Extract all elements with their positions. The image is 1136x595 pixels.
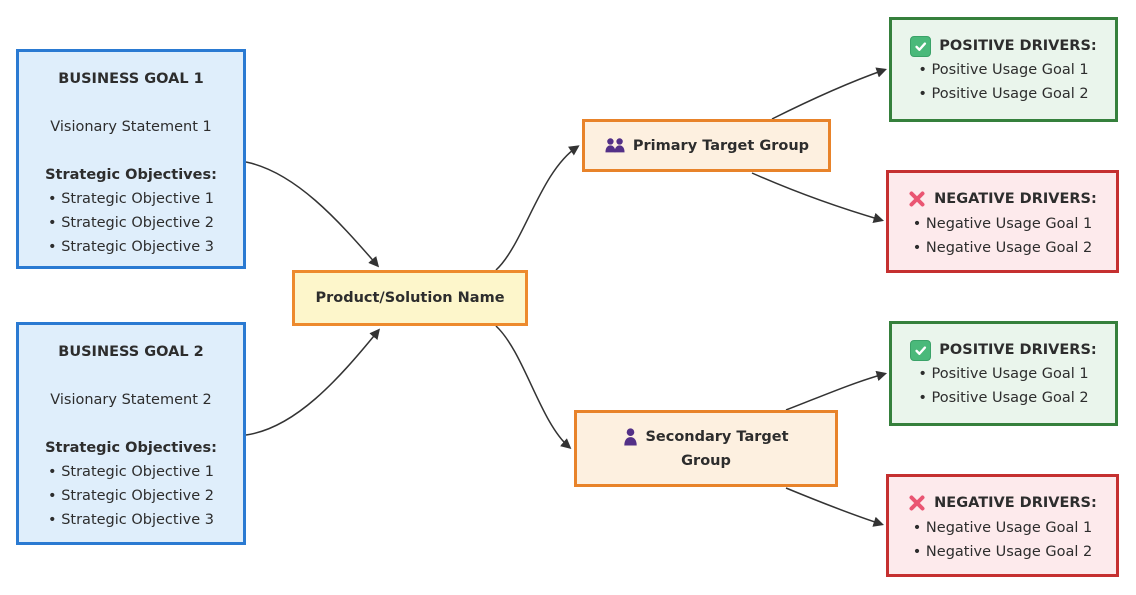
business-goal-2-node: BUSINESS GOAL 2 Visionary Statement 2 St… [16,322,246,545]
objective-item: Strategic Objective 3 [19,235,243,259]
check-icon [910,35,932,57]
positive-driver-item: Positive Usage Goal 1 [892,58,1115,82]
edge-product-secondary [495,325,572,450]
primary-target-group-node: Primary Target Group [582,119,831,172]
secondary-target-group-label-line2: Group [681,452,731,469]
edge-secondary-positive [785,370,888,411]
secondary-negative-drivers-node: NEGATIVE DRIVERS: Negative Usage Goal 1 … [886,474,1119,577]
objective-item: Strategic Objective 1 [19,187,243,211]
edge-product-primary [495,145,580,271]
secondary-target-group-node: Secondary Target Group [574,410,838,487]
business-goal-1-objectives-heading: Strategic Objectives: [45,167,217,183]
business-goal-1-title: BUSINESS GOAL 1 [58,71,204,87]
edge-goal2-product [245,328,380,436]
positive-drivers-heading: POSITIVE DRIVERS: [939,38,1097,54]
people-icon [604,137,626,154]
negative-driver-item: Negative Usage Goal 1 [889,212,1116,236]
edge-secondary-negative [785,487,884,527]
primary-positive-drivers-node: POSITIVE DRIVERS: Positive Usage Goal 1 … [889,17,1118,122]
business-goal-2-objectives-heading: Strategic Objectives: [45,440,217,456]
person-icon [623,427,638,446]
negative-driver-item: Negative Usage Goal 2 [889,540,1116,564]
x-icon [908,190,926,208]
business-goal-2-vision: Visionary Statement 2 [50,392,212,408]
secondary-target-group-label-line1: Secondary Target [645,428,789,445]
edge-primary-positive [771,67,887,120]
objective-item: Strategic Objective 1 [19,460,243,484]
check-icon [910,339,932,361]
primary-negative-drivers-node: NEGATIVE DRIVERS: Negative Usage Goal 1 … [886,170,1119,273]
positive-driver-item: Positive Usage Goal 2 [892,386,1115,410]
edge-goal1-product [245,161,380,268]
objective-item: Strategic Objective 2 [19,484,243,508]
business-goal-1-vision: Visionary Statement 1 [50,119,212,135]
objective-item: Strategic Objective 2 [19,211,243,235]
secondary-positive-drivers-node: POSITIVE DRIVERS: Positive Usage Goal 1 … [889,321,1118,426]
negative-drivers-heading: NEGATIVE DRIVERS: [934,495,1097,511]
business-goal-2-title: BUSINESS GOAL 2 [58,344,204,360]
positive-driver-item: Positive Usage Goal 2 [892,82,1115,106]
negative-driver-item: Negative Usage Goal 1 [889,516,1116,540]
x-icon [908,494,926,512]
objective-item: Strategic Objective 3 [19,508,243,532]
product-node: Product/Solution Name [292,270,528,326]
positive-driver-item: Positive Usage Goal 1 [892,362,1115,386]
negative-driver-item: Negative Usage Goal 2 [889,236,1116,260]
edge-primary-negative [751,172,885,223]
business-goal-1-node: BUSINESS GOAL 1 Visionary Statement 1 St… [16,49,246,269]
positive-drivers-heading: POSITIVE DRIVERS: [939,342,1097,358]
negative-drivers-heading: NEGATIVE DRIVERS: [934,191,1097,207]
product-label: Product/Solution Name [315,290,505,306]
primary-target-group-label: Primary Target Group [632,137,810,154]
